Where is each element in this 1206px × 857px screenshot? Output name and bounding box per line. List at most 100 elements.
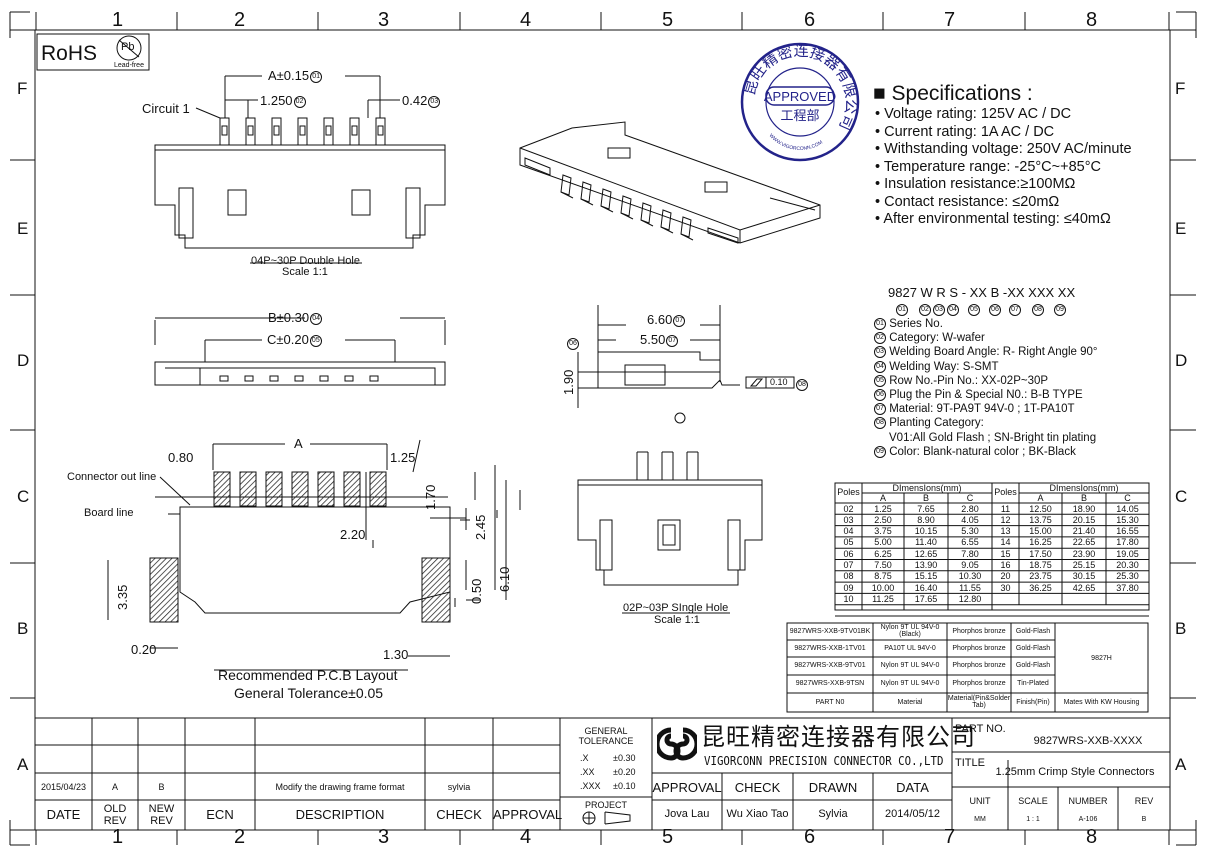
grid-col-bottom-5: 5 (662, 826, 674, 848)
dim-cell: 2.80 (961, 503, 979, 514)
dim-cell: 16 (1000, 560, 1011, 570)
code-number-03: 03 (932, 302, 945, 318)
dim-cell: 8.75 (874, 571, 892, 582)
dim-cell: 15.30 (1116, 514, 1139, 525)
material-cell: Gold-Flash (1015, 628, 1051, 635)
bullet-icon: • (875, 158, 881, 175)
dim-cell: 13 (1000, 526, 1011, 537)
dim-cell: 16.40 (914, 582, 938, 593)
code-legend-item: 02 Category: W-wafer (873, 331, 1098, 345)
dim-cell: 12.50 (1029, 503, 1052, 514)
top-view-scale: Scale 1:1 (282, 266, 328, 278)
grid-row-left-F: F (17, 79, 28, 98)
grid-col-bottom-1: 1 (112, 826, 124, 848)
dim-cell: 17.50 (1029, 548, 1052, 559)
bullet-icon: • (875, 123, 881, 140)
code-number-02: 02 (918, 302, 931, 318)
grid-row-left-D: D (17, 351, 30, 370)
rohs-label: RoHS (41, 42, 98, 65)
pcb-dim-0-50: 0.50 (469, 578, 484, 604)
part-code: 9827 W R S - XX B -XX XXX XX (888, 285, 1076, 300)
grid-col-top-4: 4 (520, 9, 532, 31)
approval-header: DATA (896, 780, 929, 795)
material-header: Material (897, 699, 923, 706)
material-header: PART N0 (815, 699, 845, 706)
rev-date: 2015/04/23 (40, 782, 87, 792)
material-cell: 9827WRS-XXB-9TSN (795, 680, 865, 687)
specifications: ■ Specifications : • Voltage rating: 125… (873, 82, 1132, 229)
dim-cell: 6.25 (874, 548, 892, 559)
grid-col-top-3: 3 (378, 9, 390, 31)
dim-cell: 5.30 (961, 526, 979, 537)
rohs-mark (36, 33, 150, 71)
dim-cell: 18.75 (1029, 560, 1052, 570)
pcb-dim-1-70: 1.70 (423, 484, 438, 510)
grid-col-top-8: 8 (1086, 9, 1098, 31)
project-label: PROJECT (584, 800, 627, 810)
grid-row-left-C: C (17, 487, 30, 506)
dimension-table-grid (834, 482, 1150, 617)
unit-header: SCALE (1018, 796, 1048, 806)
rev-old: A (111, 782, 118, 792)
dim-cell: 15.00 (1029, 526, 1052, 537)
rev-new: B (158, 782, 165, 792)
unit-header: UNIT (969, 796, 991, 806)
code-legend-item: 07 Material: 9T-PA9T 94V-0 ; 1T-PA10T (873, 402, 1098, 416)
code-legend-item: 08 Planting Category: (873, 416, 1098, 430)
tolerance-key: .XX (580, 767, 595, 777)
pcb-layout-title: Recommended P.C.B Layout (218, 667, 398, 683)
code-legend-item: 06 Plug the Pin & Special N0.: B-B TYPE (873, 388, 1098, 402)
dim-cell: 16.25 (1029, 537, 1052, 548)
dim-cell: 2.50 (874, 514, 892, 525)
circle-08: 08 (795, 377, 808, 393)
approval-header: CHECK (734, 780, 781, 795)
rev-check: sylvia (447, 782, 471, 792)
spec-item: • Insulation resistance:≥100MΩ (875, 176, 1076, 192)
dim-col-A-left: A (879, 493, 886, 503)
bullet-icon: • (875, 106, 881, 122)
grid-col-bottom-8: 8 (1086, 826, 1098, 848)
dim-cell: 25.30 (1116, 571, 1139, 582)
dim-cell: 08 (843, 571, 854, 582)
square-bullet-icon: ■ (873, 82, 886, 105)
dim-col-C-right: C (1124, 493, 1131, 503)
grid-col-top-2: 2 (234, 9, 246, 31)
material-cell: Tin-Plated (1017, 680, 1049, 687)
tolerance-key: .X (580, 753, 589, 763)
code-legend-item: 01 Series No. (873, 317, 1098, 331)
company-name-en: VIGORCONN PRECISION CONNECTOR CO.,LTD (704, 753, 944, 768)
single-view-scale: Scale 1:1 (654, 614, 700, 626)
header-desc: DESCRIPTION (295, 807, 385, 822)
dim-cell: 20.15 (1072, 514, 1096, 525)
company-logo-icon (657, 727, 697, 761)
dim-cell: 11 (1000, 503, 1011, 514)
dim-cell: 15 (1000, 548, 1011, 559)
material-header: Material(Pin&Solder Tab) (947, 695, 1011, 709)
dim-cell: 02 (843, 503, 854, 514)
material-cell: Nylon 9T UL 94V-0 (880, 662, 940, 669)
approval-header: DRAWN (808, 780, 858, 795)
circuit-1-label: Circuit 1 (142, 101, 190, 116)
dim-cell: 23.90 (1072, 548, 1096, 559)
dim-cell: 11.55 (959, 582, 981, 593)
spec-item: • Current rating: 1A AC / DC (875, 123, 1055, 140)
dim-cell: 22.65 (1072, 537, 1096, 548)
dim-cell: 09 (843, 582, 854, 593)
lead-free-label: Lead-free (114, 62, 144, 69)
dim-cell: 8.90 (917, 514, 935, 525)
code-legend-item: 09 Color: Blank-natural color ; BK-Black (873, 445, 1098, 459)
grid-row-right-A: A (1175, 755, 1187, 774)
header-ecn: ECN (206, 807, 234, 822)
dim-cell: 42.65 (1072, 582, 1096, 593)
pcb-dim-2-45: 2.45 (473, 514, 488, 540)
unit-value: MM (974, 816, 986, 823)
dim-cell: 19.05 (1116, 548, 1139, 559)
material-cell: 9827WRS-XXB-1TV01 (794, 645, 866, 652)
code-number-01: 01 (895, 302, 908, 318)
dim-cell: 25.15 (1072, 560, 1096, 570)
tolerance-key: .XXX (580, 781, 601, 791)
